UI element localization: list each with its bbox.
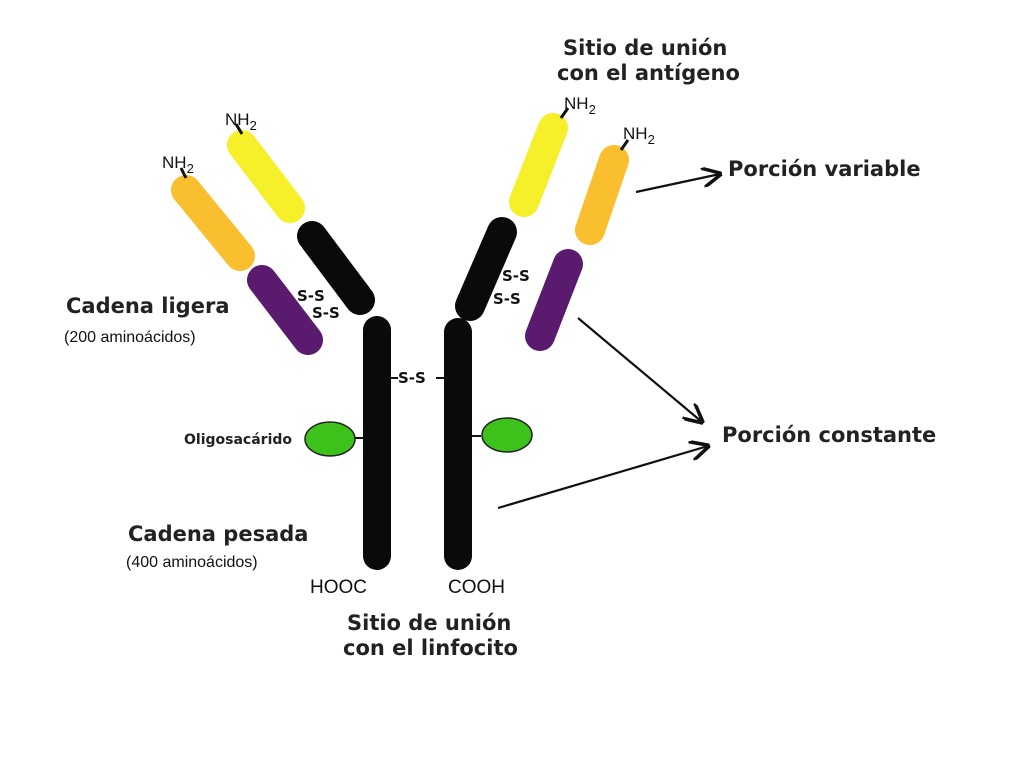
constant-portion-label: Porción constante bbox=[722, 423, 936, 447]
right-oligosaccharide bbox=[481, 417, 533, 453]
right-heavy-variable-segment bbox=[509, 113, 568, 217]
hinge-disulfide-bond: S-S bbox=[398, 369, 426, 387]
nh2-tick bbox=[619, 139, 630, 151]
right-light-variable-segment bbox=[575, 145, 629, 245]
disulfide-bond: S-S bbox=[493, 290, 521, 308]
variable-portion-label: Porción variable bbox=[728, 157, 921, 181]
cooh-label: COOH bbox=[448, 577, 505, 598]
disulfide-bond: S-S bbox=[297, 287, 325, 305]
lymphocyte-site-title-line1: Sitio de unión bbox=[347, 611, 511, 635]
nh2-label: NH2 bbox=[225, 110, 257, 133]
nh2-tick bbox=[179, 167, 188, 179]
left-heavy-ch1-segment bbox=[297, 221, 375, 315]
light-chain-label: Cadena ligera bbox=[66, 294, 230, 318]
left-light-variable-segment bbox=[171, 175, 255, 271]
constant-portion-arrow-upper bbox=[577, 317, 702, 422]
left-light-constant-segment bbox=[247, 265, 323, 355]
heavy-chain-label: Cadena pesada bbox=[128, 522, 308, 546]
left-heavy-variable-segment bbox=[227, 130, 305, 223]
left-oligosaccharide bbox=[304, 421, 356, 457]
nh2-label: NH2 bbox=[623, 124, 655, 147]
right-heavy-ch1-segment bbox=[455, 217, 517, 321]
nh2-label: NH2 bbox=[564, 94, 596, 117]
antigen-site-title-line2: con el antígeno bbox=[557, 61, 740, 85]
nh2-tick bbox=[234, 123, 244, 135]
nh2-label: NH2 bbox=[162, 153, 194, 176]
heavy-chain-aa-label: (400 aminoácidos) bbox=[126, 554, 258, 571]
nh2-tick bbox=[559, 107, 570, 119]
antigen-site-title-line1: Sitio de unión bbox=[563, 36, 727, 60]
constant-portion-arrow-lower bbox=[497, 446, 708, 510]
disulfide-bond: S-S bbox=[502, 267, 530, 285]
disulfide-bond: S-S bbox=[312, 304, 340, 322]
light-chain-aa-label: (200 aminoácidos) bbox=[64, 329, 196, 346]
right-light-constant-segment bbox=[525, 249, 583, 351]
lymphocyte-site-title-line2: con el linfocito bbox=[343, 636, 518, 660]
oligosaccharide-label: Oligosacárido bbox=[184, 432, 292, 448]
hooc-label: HOOC bbox=[310, 577, 367, 598]
variable-portion-arrow bbox=[635, 174, 720, 194]
